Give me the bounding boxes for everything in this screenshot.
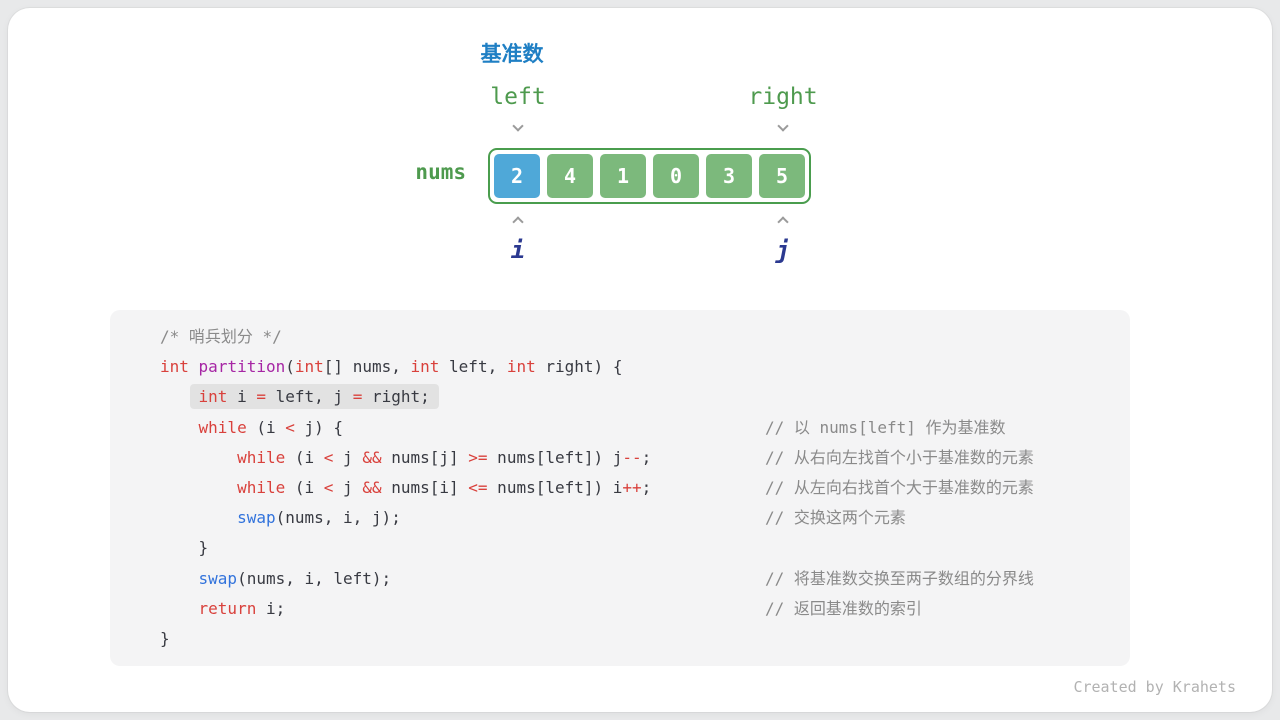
code-line: while (i < j && nums[i] <= nums[left]) i… bbox=[160, 473, 1130, 503]
down-arrow-icon bbox=[777, 120, 789, 132]
array-cell: 1 bbox=[600, 154, 646, 198]
array-cell: 4 bbox=[547, 154, 593, 198]
up-arrow-icon bbox=[777, 216, 789, 228]
down-arrow-icon bbox=[512, 120, 524, 132]
code-text: while (i < j && nums[j] >= nums[left]) j… bbox=[237, 447, 652, 467]
code-line: swap(nums, i, j); // 交换这两个元素 bbox=[160, 503, 1130, 533]
inline-comment: // 交换这两个元素 bbox=[765, 508, 906, 528]
code-line: /* 哨兵划分 */ bbox=[160, 322, 1130, 352]
array-cell: 3 bbox=[706, 154, 752, 198]
array-cell: 5 bbox=[759, 154, 805, 198]
inline-comment: // 从左向右找首个大于基准数的元素 bbox=[765, 478, 1034, 498]
code-text: swap(nums, i, left); bbox=[198, 568, 392, 588]
j-pointer-label: j bbox=[775, 236, 791, 264]
code-block: /* 哨兵划分 */ int partition(int[] nums, int … bbox=[110, 310, 1130, 666]
code-line: } bbox=[160, 624, 1130, 654]
array-cell: 2 bbox=[494, 154, 540, 198]
credit-text: Created by Krahets bbox=[1073, 678, 1236, 696]
code-line: int partition(int[] nums, int left, int … bbox=[160, 352, 1130, 382]
code-text: /* 哨兵划分 */ bbox=[160, 327, 282, 346]
code-line: int i = left, j = right; bbox=[160, 382, 1130, 412]
code-text: while (i < j) { bbox=[198, 417, 344, 437]
array-name-label: nums bbox=[415, 160, 466, 184]
inline-comment: // 从右向左找首个小于基准数的元素 bbox=[765, 447, 1034, 467]
left-pointer-label: left bbox=[490, 84, 546, 110]
code-text: return i; bbox=[198, 598, 286, 618]
code-lines: /* 哨兵划分 */ int partition(int[] nums, int … bbox=[160, 322, 1130, 654]
code-text: while (i < j && nums[i] <= nums[left]) i… bbox=[237, 478, 652, 498]
code-line: return i; // 返回基准数的索引 bbox=[160, 594, 1130, 624]
array-cell: 0 bbox=[653, 154, 699, 198]
highlighted-code: int i = left, j = right; bbox=[189, 384, 439, 410]
i-pointer-label: i bbox=[510, 236, 526, 264]
code-text: int partition(int[] nums, int left, int … bbox=[160, 357, 623, 377]
inline-comment: // 以 nums[left] 作为基准数 bbox=[765, 417, 1006, 437]
code-line: } bbox=[160, 533, 1130, 563]
inline-comment: // 返回基准数的索引 bbox=[765, 598, 922, 618]
code-line: while (i < j) { // 以 nums[left] 作为基准数 bbox=[160, 413, 1130, 443]
pivot-label: 基准数 bbox=[480, 42, 544, 66]
inline-comment: // 将基准数交换至两子数组的分界线 bbox=[765, 568, 1034, 588]
code-line: while (i < j && nums[j] >= nums[left]) j… bbox=[160, 443, 1130, 473]
code-text: swap(nums, i, j); bbox=[237, 508, 401, 528]
code-line: swap(nums, i, left); // 将基准数交换至两子数组的分界线 bbox=[160, 564, 1130, 594]
right-pointer-label: right bbox=[748, 84, 818, 110]
up-arrow-icon bbox=[512, 216, 524, 228]
code-text: } bbox=[160, 629, 170, 649]
code-text: } bbox=[198, 538, 209, 558]
